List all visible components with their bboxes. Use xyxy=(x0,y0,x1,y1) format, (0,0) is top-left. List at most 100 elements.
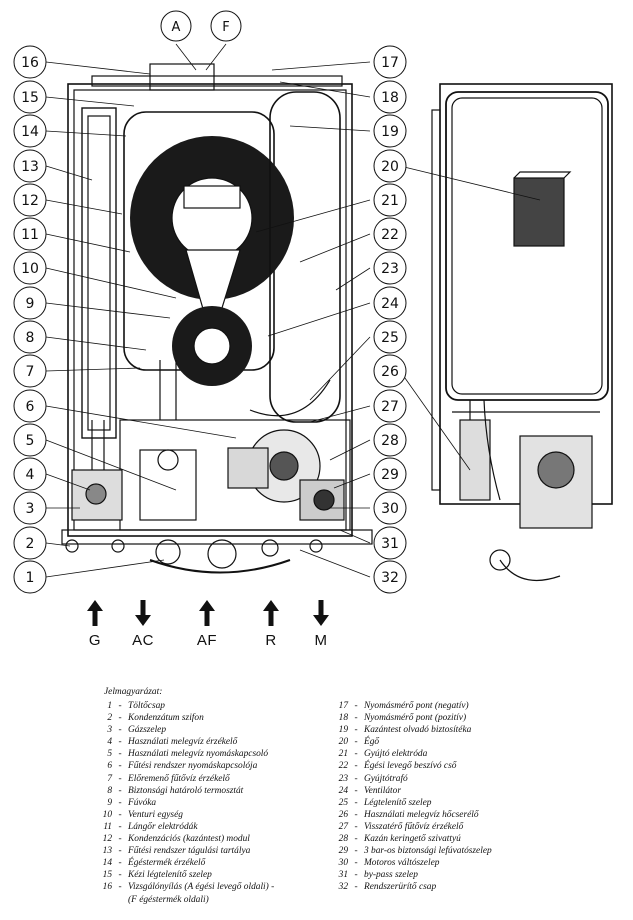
legend-item-separator: - xyxy=(118,725,122,736)
legend-item: 9-Fúvóka xyxy=(84,797,274,809)
legend-item-number: 30 xyxy=(338,858,348,869)
callout-11: 11 xyxy=(13,217,47,251)
leader-lines xyxy=(45,43,541,578)
legend-item: 27-Visszatérő fűtővíz érzékelő xyxy=(320,821,492,833)
svg-text:32: 32 xyxy=(381,570,399,586)
legend-item-number: 28 xyxy=(338,834,348,845)
legend-item: 14-Égéstermék érzékelő xyxy=(84,857,274,869)
legend-item-number: 21 xyxy=(338,749,348,760)
svg-text:21: 21 xyxy=(381,193,399,209)
callout-22: 22 xyxy=(373,217,407,251)
legend-item-separator: - xyxy=(354,797,358,808)
legend-item: 32-Rendszerürítő csap xyxy=(320,881,492,893)
legend-item-text: Rendszerürítő csap xyxy=(364,882,437,893)
legend-item-separator: - xyxy=(118,809,122,820)
legend-item-separator: - xyxy=(118,846,122,857)
legend-item-separator: - xyxy=(354,821,358,832)
arrow-down-icon xyxy=(313,600,329,626)
callout-23: 23 xyxy=(373,251,407,285)
arrow-up-icon xyxy=(263,600,279,626)
callout-20: 20 xyxy=(373,149,407,183)
legend-item-number: 10 xyxy=(102,809,112,820)
callout-27: 27 xyxy=(373,389,407,423)
legend-item: 13-Fűtési rendszer tágulási tartálya xyxy=(84,845,274,857)
legend-item: 23-Gyújtótrafó xyxy=(320,773,492,785)
legend-item-number: 6 xyxy=(107,761,112,772)
legend-item-text: Venturi egység xyxy=(128,809,183,820)
arrow-up-icon xyxy=(199,600,215,626)
callout-10: 10 xyxy=(13,251,47,285)
legend-item-separator: - xyxy=(354,882,358,893)
legend-item: 15-Kézi légtelenítő szelep xyxy=(84,869,274,881)
boiler-side-view xyxy=(431,83,613,582)
callout-17: 17 xyxy=(373,45,407,79)
svg-text:20: 20 xyxy=(381,159,399,175)
svg-text:28: 28 xyxy=(381,433,399,449)
legend-item-separator: - xyxy=(354,858,358,869)
callout-4: 4 xyxy=(13,457,47,491)
legend-item-number: 5 xyxy=(107,749,112,760)
callout-5: 5 xyxy=(13,423,47,457)
arrow-down-icon xyxy=(135,600,151,626)
callout-2: 2 xyxy=(13,526,47,560)
svg-text:3: 3 xyxy=(26,501,35,517)
legend-item-text: Használati melegvíz érzékelő xyxy=(128,737,238,748)
svg-text:6: 6 xyxy=(26,399,35,415)
legend-item-number: 8 xyxy=(107,785,112,796)
svg-text:25: 25 xyxy=(381,330,399,346)
legend-item-number: 12 xyxy=(102,834,112,845)
letter-callout-label: A xyxy=(172,20,181,35)
legend-item-number: 4 xyxy=(107,737,112,748)
legend-item-separator: - xyxy=(354,773,358,784)
legend-item-number: 17 xyxy=(338,701,348,711)
connection-label: AC xyxy=(132,632,154,649)
legend-item-number: 23 xyxy=(338,773,348,784)
legend-item-text: Nyomásmérő pont (negatív) xyxy=(364,701,469,711)
svg-text:12: 12 xyxy=(21,193,39,209)
connection-arrows: G AC AF R M xyxy=(60,598,370,668)
svg-text:15: 15 xyxy=(21,90,39,106)
connection-label: G xyxy=(88,632,102,649)
legend-item-text: Biztonsági határoló termosztát xyxy=(128,785,244,796)
legend-item: 22-Égési levegő beszívó cső xyxy=(320,760,492,772)
legend-item-text: Gyújtótrafó xyxy=(364,773,408,784)
legend-item: 4-Használati melegvíz érzékelő xyxy=(84,736,274,748)
svg-text:31: 31 xyxy=(381,536,399,552)
callout-3: 3 xyxy=(13,491,47,525)
legend-item-separator: - xyxy=(118,737,122,748)
legend-item-text: Használati melegvíz nyomáskapcsoló xyxy=(128,749,269,760)
legend-item-separator xyxy=(112,894,128,906)
expansion-tank xyxy=(81,107,117,439)
callout-12: 12 xyxy=(13,183,47,217)
legend-item: 5-Használati melegvíz nyomáskapcsoló xyxy=(84,748,274,760)
svg-text:16: 16 xyxy=(21,55,39,71)
svg-text:10: 10 xyxy=(21,261,39,277)
svg-text:9: 9 xyxy=(26,296,35,312)
legend-item-number: 32 xyxy=(338,882,348,893)
legend-item-text: Légtelenítő szelep xyxy=(364,797,432,808)
svg-text:26: 26 xyxy=(381,364,399,380)
callout-15: 15 xyxy=(13,80,47,114)
svg-text:14: 14 xyxy=(21,124,39,140)
callout-24: 24 xyxy=(373,286,407,320)
callout-21: 21 xyxy=(373,183,407,217)
legend-item-separator: - xyxy=(354,701,358,711)
legend-item: 24-Ventilátor xyxy=(320,785,492,797)
legend-item-separator: - xyxy=(354,809,358,820)
legend-item-separator: - xyxy=(118,785,122,796)
legend-item-separator: - xyxy=(354,761,358,772)
legend-item-number: 14 xyxy=(102,858,112,869)
legend-item-separator: - xyxy=(118,821,122,832)
svg-text:29: 29 xyxy=(381,467,399,483)
legend-item-number: 29 xyxy=(338,846,348,857)
legend-item-text: (F égéstermék oldali) xyxy=(128,894,209,905)
svg-text:2: 2 xyxy=(26,536,35,552)
svg-text:19: 19 xyxy=(381,124,399,140)
legend-item-number: 25 xyxy=(338,797,348,808)
callout-29: 29 xyxy=(373,457,407,491)
connection-cold-water: AF xyxy=(182,598,232,649)
svg-text:13: 13 xyxy=(21,159,39,175)
callout-26: 26 xyxy=(373,354,407,388)
legend-item-separator: - xyxy=(118,701,122,711)
legend-item-number: 31 xyxy=(338,870,348,881)
